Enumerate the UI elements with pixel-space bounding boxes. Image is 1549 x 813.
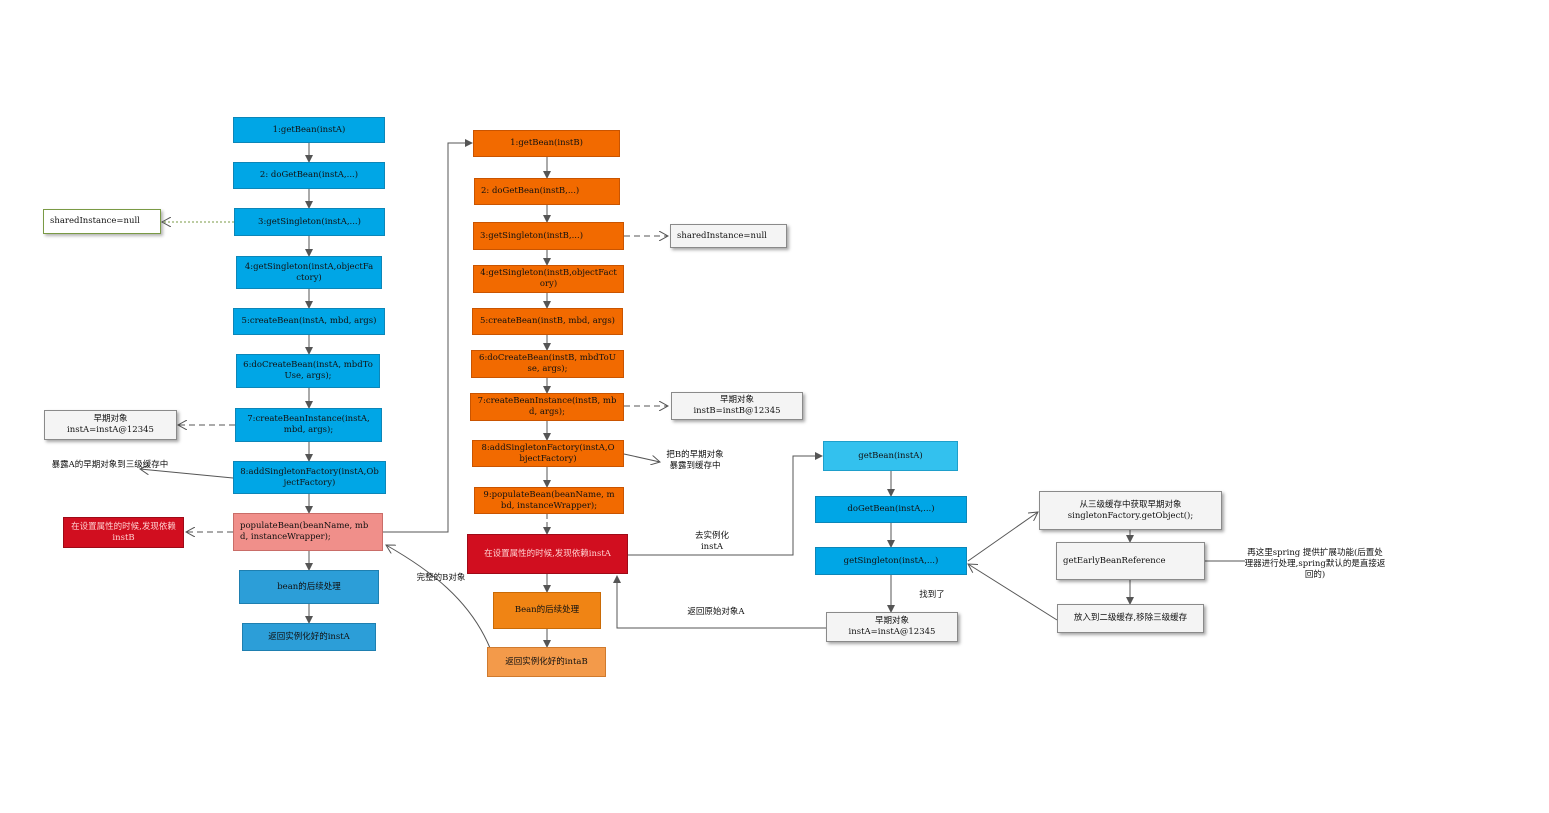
mid-step4-getsingleton-factory: 4:getSingleton(instB,objectFactory) [473,265,624,293]
mid-step1-getbean: 1:getBean(instB) [473,130,620,157]
left-step8-addsingletonfactory: 8:addSingletonFactory(instA,ObjectFactor… [233,461,386,494]
left-step5-createbean: 5:createBean(instA, mbd, args) [233,308,385,335]
mid-step5-createbean: 5:createBean(instB, mbd, args) [472,308,623,335]
left-step7-createbeaninstance: 7:createBeanInstance(instA, mbd, args); [235,408,382,442]
right-early-object: 早期对象 instA=instA@12345 [826,612,958,642]
left-post-process: bean的后续处理 [239,570,379,604]
right-getsingleton: getSingleton(instA,...) [815,547,967,575]
mid-step8-addsingletonfactory: 8:addSingletonFactory(instA,ObjectFactor… [472,440,624,467]
right-to-instantiate-label: 去实例化 instA [694,531,729,552]
mid-return-instb: 返回实例化好的intaB [487,647,606,677]
left-populatebean: populateBean(beanName, mbd, instanceWrap… [233,513,383,551]
mid-expose-note: 把B的早期对象 暴露到缓存中 [666,450,724,471]
cache3-get-early-object: 从三级缓存中获取早期对象 singletonFactory.getObject(… [1039,491,1222,530]
mid-complete-b-label: 完整的B对象 [416,573,466,583]
right-return-raw-label: 返回原始对象A [687,607,745,617]
mid-early-object: 早期对象 instB=instB@12345 [671,392,803,420]
right-dogetbean: doGetBean(instA,...) [815,496,967,523]
right-getbean: getBean(instA) [823,441,958,471]
left-step2-dogetbean: 2: doGetBean(instA,...) [233,162,385,189]
mid-shared-instance-null: sharedInstance=null [670,224,787,248]
extension-note: 再这里spring 提供扩展功能(后置处理器进行处理,spring默认的是直接返… [1244,548,1386,580]
mid-found-dependency: 在设置属性的时候,发现依赖instA [467,534,628,574]
mid-step2-dogetbean: 2: doGetBean(instB,...) [474,178,620,205]
left-expose-note: 暴露A的早期对象到三级缓存中 [51,460,169,470]
left-found-dependency: 在设置属性的时候,发现依赖instB [63,517,184,548]
left-return-insta: 返回实例化好的instA [242,623,376,651]
left-step3-getsingleton: 3:getSingleton(instA,...) [234,208,385,236]
left-step1-getbean: 1:getBean(instA) [233,117,385,143]
left-early-object: 早期对象 instA=instA@12345 [44,410,177,440]
mid-step7-createbeaninstance: 7:createBeanInstance(instB, mbd, args); [470,393,624,421]
mid-step3-getsingleton: 3:getSingleton(instB,...) [473,222,624,250]
right-found-label: 找到了 [919,590,945,600]
left-step6-docreatebean: 6:doCreateBean(instA, mbdToUse, args); [236,354,380,388]
get-early-bean-reference: getEarlyBeanReference [1056,542,1205,580]
put-cache2-remove-cache3: 放入到二级缓存,移除三级缓存 [1057,604,1204,633]
mid-step9-populatebean: 9:populateBean(beanName, mbd, instanceWr… [474,487,624,514]
mid-step6-docreatebean: 6:doCreateBean(instB, mbdToUse, args); [471,350,624,378]
mid-post-process: Bean的后续处理 [493,592,601,629]
left-shared-instance-null: sharedInstance=null [43,209,161,234]
left-step4-getsingleton-factory: 4:getSingleton(instA,objectFactory) [236,256,382,289]
